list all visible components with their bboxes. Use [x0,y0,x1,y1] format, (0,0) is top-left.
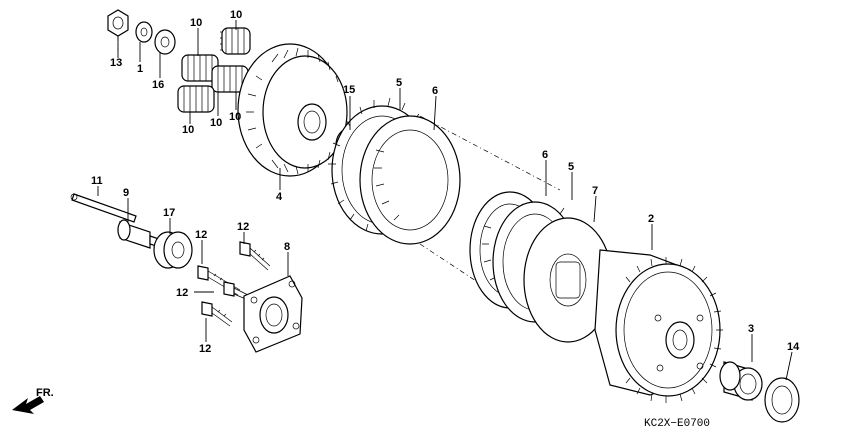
part-17-bearing [153,231,193,269]
label-12-a: 12 [195,229,207,241]
part-3-collar [719,361,763,401]
label-5-front: 5 [396,77,402,89]
label-7: 7 [592,185,598,197]
part-2-clutch-basket [594,249,723,403]
part-7-pressure-plate [523,217,613,343]
label-6-front: 6 [432,85,438,97]
diagram-code: KC2X−E0700 [644,418,710,430]
label-4: 4 [276,191,283,203]
label-9: 9 [123,187,129,199]
part-16-washer [154,29,176,55]
part-13-nut [107,9,129,37]
label-8: 8 [284,241,290,253]
label-11: 11 [91,175,103,187]
label-12-c: 12 [176,287,188,299]
part-12-bolts [197,241,271,327]
label-10-e: 10 [229,111,241,123]
leader-lines [97,20,793,381]
part-4-clutch-center [237,43,348,190]
label-1: 1 [137,63,143,75]
label-16: 16 [152,79,164,91]
direction-label: FR. [36,387,54,399]
label-14: 14 [787,341,800,353]
label-12-d: 12 [199,343,211,355]
label-2: 2 [648,213,654,225]
label-13: 13 [110,57,122,69]
label-12-b: 12 [237,221,249,233]
label-5-rear: 5 [568,161,574,173]
part-10-springs [177,27,251,113]
label-15: 15 [343,84,355,96]
label-10-d: 10 [210,117,222,129]
label-10-b: 10 [230,9,242,21]
part-1-washer [135,21,153,43]
front-direction-arrow: FR. [12,387,54,414]
label-6-rear: 6 [542,149,548,161]
label-3: 3 [748,323,754,335]
label-10-c: 10 [182,124,194,136]
part-14-thrust-washer [764,377,800,423]
label-17: 17 [163,207,175,219]
part-8-lifter-plate [243,275,303,353]
part-11-push-rod [70,193,137,223]
part-number-labels: 13 1 16 10 10 10 10 10 15 5 6 4 11 9 17 … [91,9,800,355]
label-10-a: 10 [190,17,202,29]
part-6-clutch-plate-front [359,115,461,245]
